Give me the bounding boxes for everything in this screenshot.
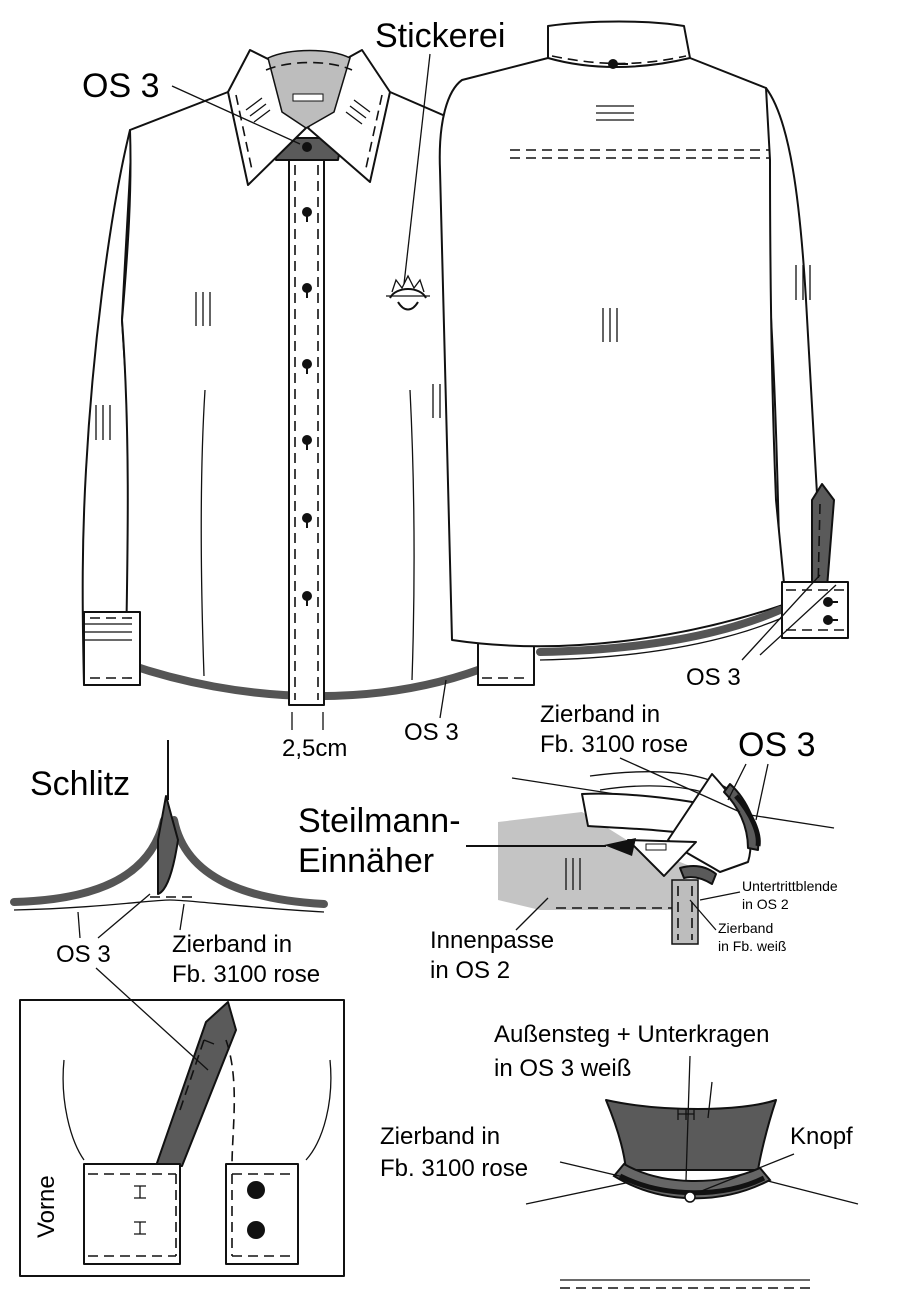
schlitz-os3-label: OS 3 — [56, 941, 111, 968]
embroidery-crown-icon — [386, 274, 430, 311]
schlitz-title: Schlitz — [30, 765, 130, 803]
os3-collar-band-strip — [723, 783, 760, 851]
back-cuff — [781, 581, 849, 639]
steilmann-label-1: Steilmann- — [298, 802, 461, 840]
cuff-button-icon — [247, 1181, 265, 1199]
inner-yoke-detail — [498, 771, 835, 945]
steilmann-label-2: Einnäher — [298, 842, 434, 880]
innenpasse-label-1: Innenpasse — [430, 927, 554, 954]
back-cuff-os3-label: OS 3 — [686, 664, 741, 691]
aussensteg-label-1: Außensteg + Unterkragen — [494, 1021, 770, 1048]
schlitz-zierband-label-1: Zierband in — [172, 931, 292, 958]
back-body — [438, 57, 787, 648]
aussensteg-label-2: in OS 3 weiß — [494, 1055, 631, 1082]
vorne-label: Vorne — [33, 1175, 60, 1238]
innenpasse-area — [498, 812, 690, 910]
right-os3-label: OS 3 — [738, 726, 815, 764]
back-hem-tape — [536, 606, 784, 656]
innenpasse-label-2: in OS 2 — [430, 957, 510, 984]
width-label: 2,5cm — [282, 735, 347, 762]
knopf-label: Knopf — [790, 1123, 853, 1150]
schlitz-zierband-label-2: Fb. 3100 rose — [172, 961, 320, 988]
cuff-detail-right — [225, 1163, 299, 1265]
schlitz-detail — [10, 740, 328, 913]
untertritt-label-1: Untertrittblende — [742, 878, 838, 894]
placket-width-marker — [291, 712, 324, 730]
front-neck-inner — [267, 49, 351, 129]
front-placket — [288, 159, 325, 706]
untertrittblende-strip — [671, 879, 699, 945]
cuff-detail-left — [83, 1163, 181, 1265]
collar-os3-label: OS 3 — [82, 67, 159, 105]
cuff-detail — [62, 1001, 332, 1265]
zierband-top-label-2: Fb. 3100 rose — [540, 731, 688, 758]
shirt-back-view — [438, 20, 849, 661]
zierband-top-label-1: Zierband in — [540, 701, 660, 728]
collar-zierband-label-1: Zierband in — [380, 1123, 500, 1150]
cuff-button-icon — [247, 1221, 265, 1239]
zierband-weiss-label-1: Zierband — [718, 920, 773, 936]
unterkragen-shape — [605, 1099, 777, 1171]
inner-neck-triangle — [627, 839, 697, 877]
front-buttons — [302, 207, 312, 606]
untertritt-label-2: in OS 2 — [742, 896, 789, 912]
front-left-cuff — [83, 611, 141, 686]
zierband-weiss-label-2: in Fb. weiß — [718, 938, 786, 954]
shirt-front-view — [81, 49, 535, 706]
stickerei-label: Stickerei — [375, 17, 505, 55]
collar-stand-detail — [525, 1099, 859, 1205]
collar-zierband-label-2: Fb. 3100 rose — [380, 1155, 528, 1182]
back-collar — [547, 20, 691, 68]
hem-os3-label: OS 3 — [404, 719, 459, 746]
